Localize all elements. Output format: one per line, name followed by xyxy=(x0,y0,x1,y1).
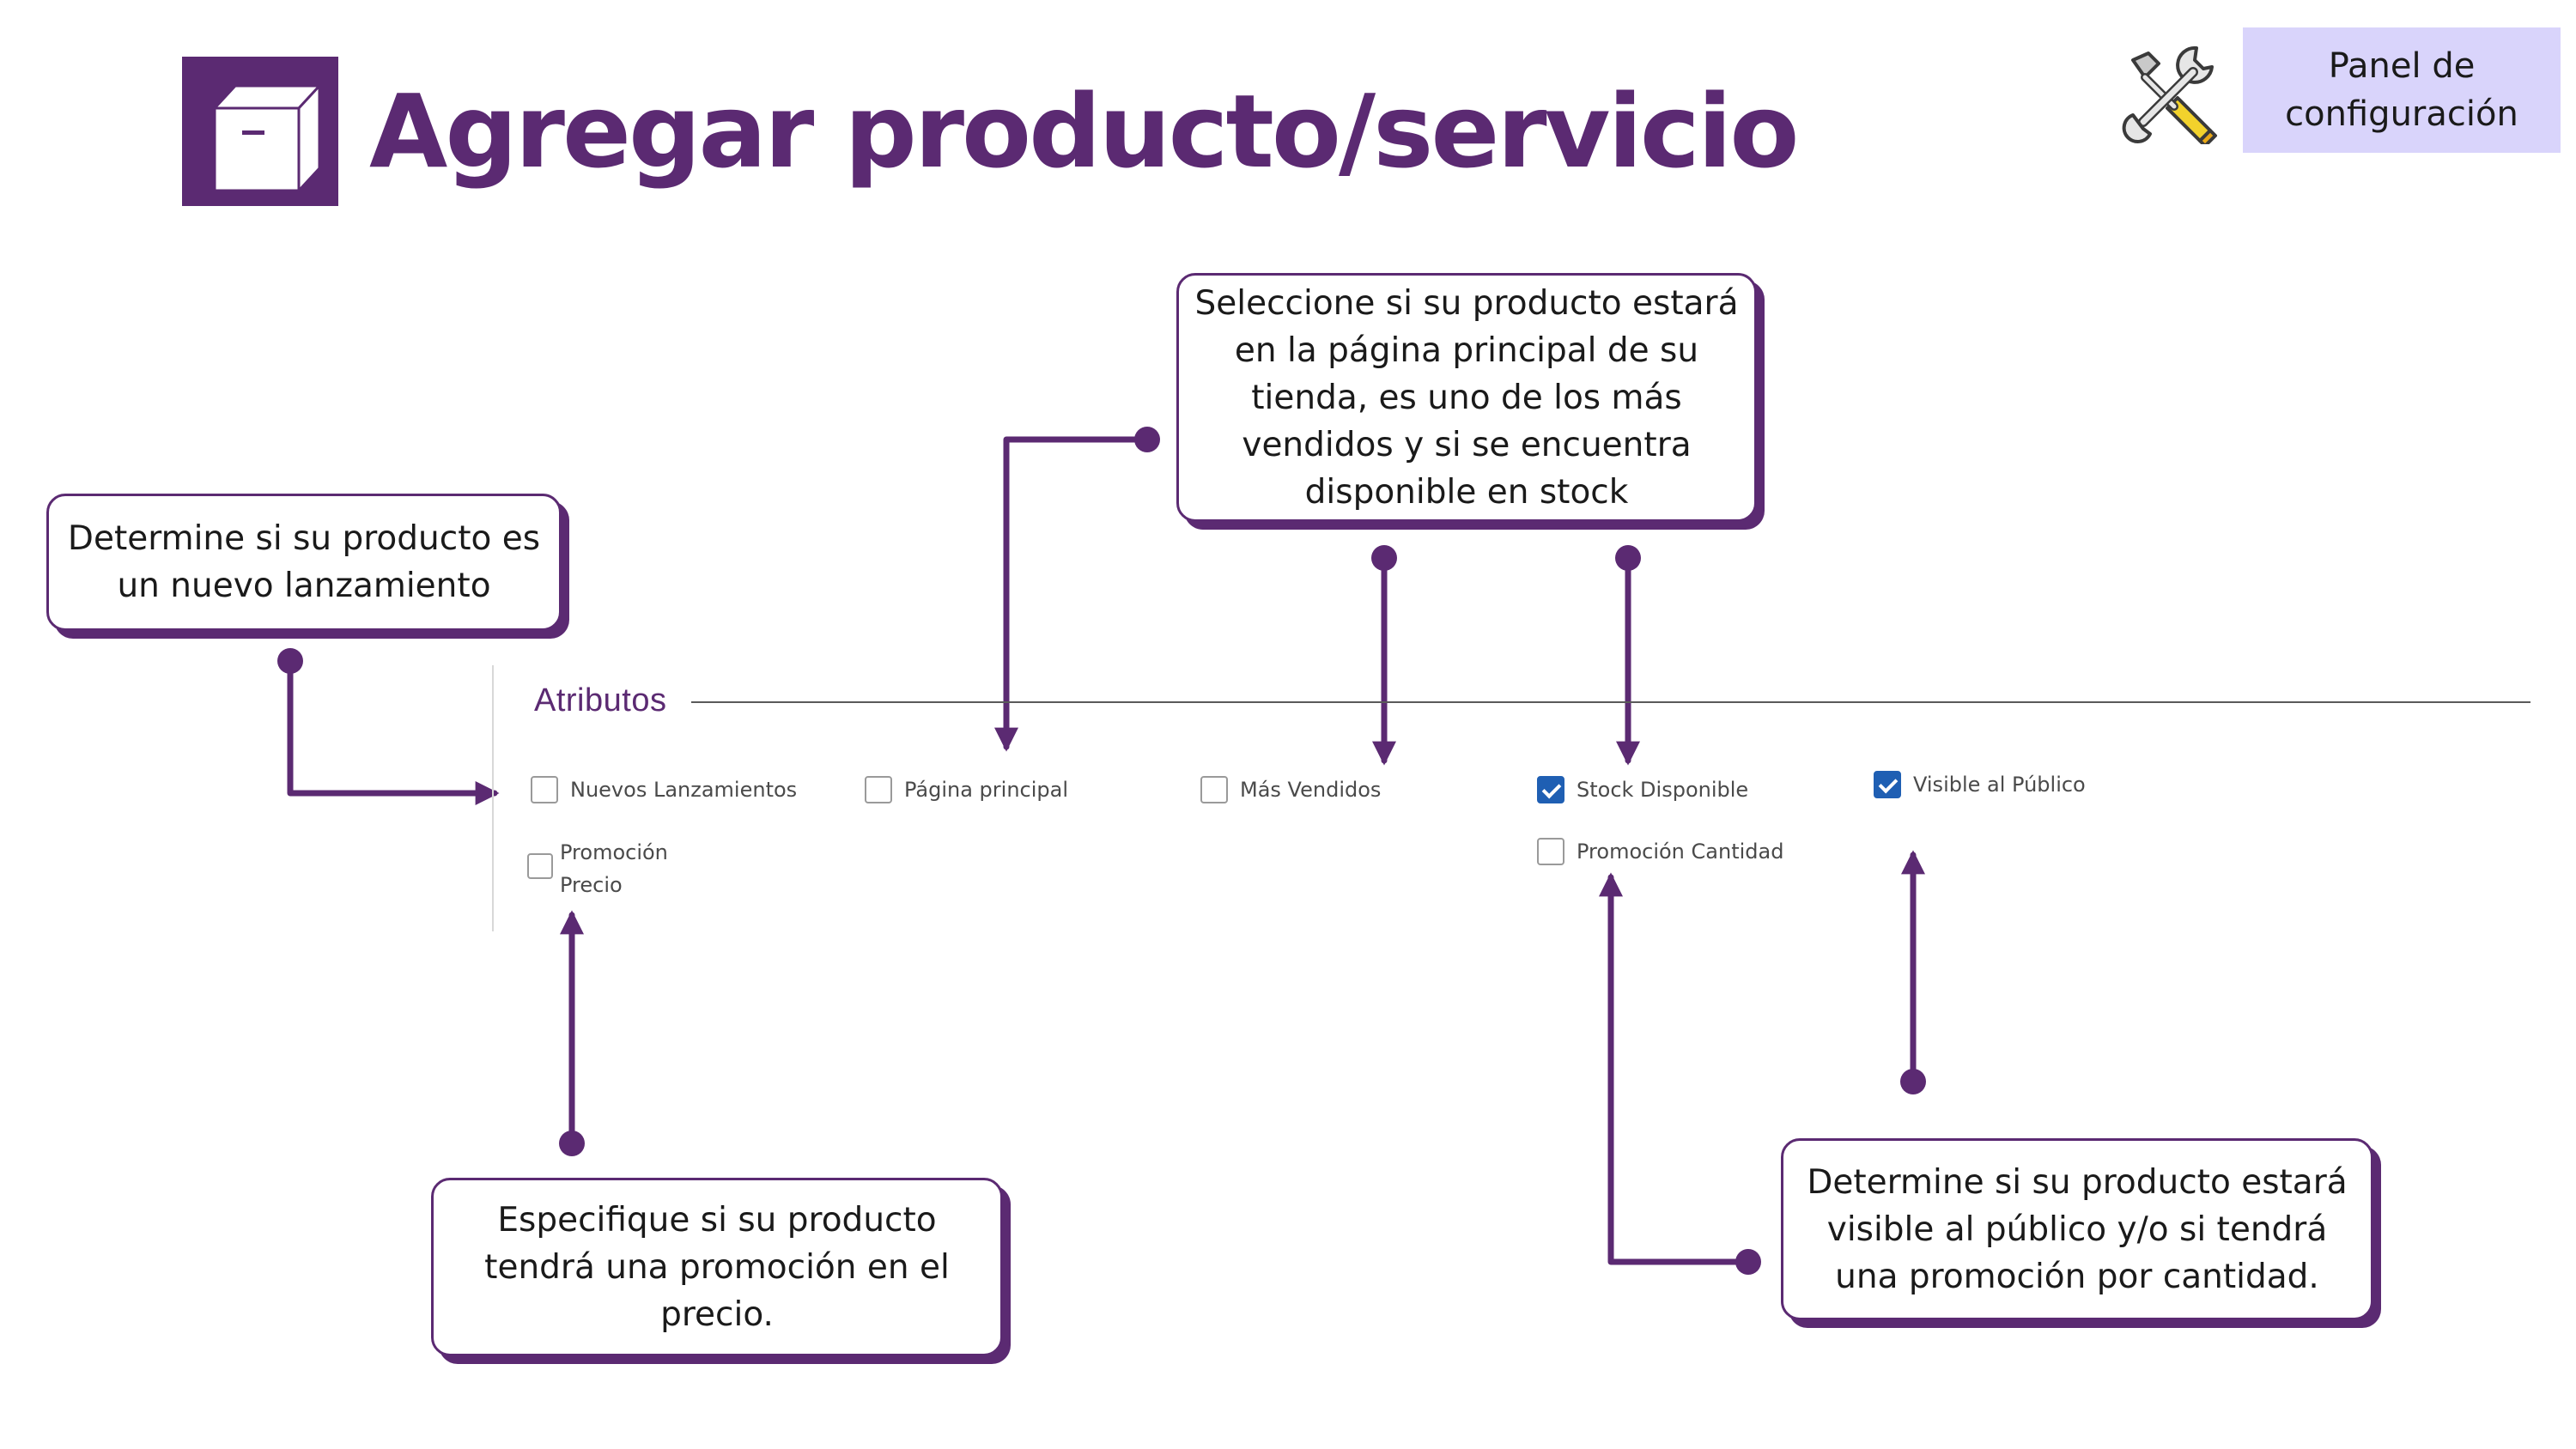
arrow-new-launch xyxy=(287,658,500,805)
arrow-main-page xyxy=(994,436,1151,752)
panel-divider-vertical xyxy=(492,665,494,931)
dot-promo-price xyxy=(559,1131,585,1156)
panel-divider-horizontal xyxy=(691,701,2530,703)
attr-promocion-cantidad[interactable]: Promoción Cantidad xyxy=(1537,838,1783,865)
attributes-title: Atributos xyxy=(534,682,667,718)
tools-icon xyxy=(2122,45,2217,144)
callout-visible-text: Determine si su producto estará visible … xyxy=(1807,1162,2348,1296)
attr-stock-disponible[interactable]: Stock Disponible xyxy=(1537,776,1748,803)
dot-promo-qty xyxy=(1735,1249,1761,1275)
attr-label: Más Vendidos xyxy=(1240,778,1382,802)
attr-label: Página principal xyxy=(904,778,1069,802)
attr-visible-publico[interactable]: Visible al Público xyxy=(1874,771,2086,798)
config-panel-button[interactable]: Panel de configuración xyxy=(2243,27,2561,153)
checkbox[interactable] xyxy=(1537,838,1564,865)
page-title: Agregar producto/servicio xyxy=(369,72,1799,191)
dot-best-sellers xyxy=(1371,545,1397,571)
callout-main-page: Seleccione si su producto estará en la p… xyxy=(1176,273,1757,522)
dot-visible xyxy=(1900,1069,1926,1094)
callout-promo-price-text: Especifique si su producto tendrá una pr… xyxy=(484,1200,950,1334)
callout-visible: Determine si su producto estará visible … xyxy=(1781,1138,2373,1320)
attr-label: Stock Disponible xyxy=(1577,778,1749,802)
attr-pagina-principal[interactable]: Página principal xyxy=(865,776,1068,803)
checkbox[interactable] xyxy=(865,776,892,803)
callout-main-page-text: Seleccione si su producto estará en la p… xyxy=(1194,283,1739,512)
callout-promo-price: Especifique si su producto tendrá una pr… xyxy=(431,1178,1003,1356)
callout-new-launch-text: Determine si su producto es un nuevo lan… xyxy=(67,519,541,605)
checkbox[interactable] xyxy=(531,776,558,803)
dot-main-page xyxy=(1134,427,1160,452)
checkbox-checked[interactable] xyxy=(1537,776,1564,803)
attr-label: Visible al Público xyxy=(1913,773,2086,797)
dot-stock xyxy=(1615,545,1641,571)
box-icon xyxy=(213,84,321,192)
attr-label: Promoción Precio xyxy=(560,840,668,897)
config-panel-button-label: Panel de configuración xyxy=(2285,46,2518,134)
dot-new-launch xyxy=(277,648,303,674)
attr-nuevos-lanzamientos[interactable]: Nuevos Lanzamientos xyxy=(531,776,797,803)
checkbox-checked[interactable] xyxy=(1874,771,1901,798)
checkbox[interactable] xyxy=(527,853,553,879)
checkbox[interactable] xyxy=(1200,776,1228,803)
arrow-promo-qty xyxy=(1599,872,1752,1265)
attr-label: Promoción Cantidad xyxy=(1577,840,1784,864)
callout-new-launch: Determine si su producto es un nuevo lan… xyxy=(46,494,562,631)
box-logo xyxy=(182,57,338,206)
attr-promocion-precio[interactable]: Promoción Precio xyxy=(527,836,689,901)
attr-label: Nuevos Lanzamientos xyxy=(570,778,798,802)
attr-mas-vendidos[interactable]: Más Vendidos xyxy=(1200,776,1381,803)
